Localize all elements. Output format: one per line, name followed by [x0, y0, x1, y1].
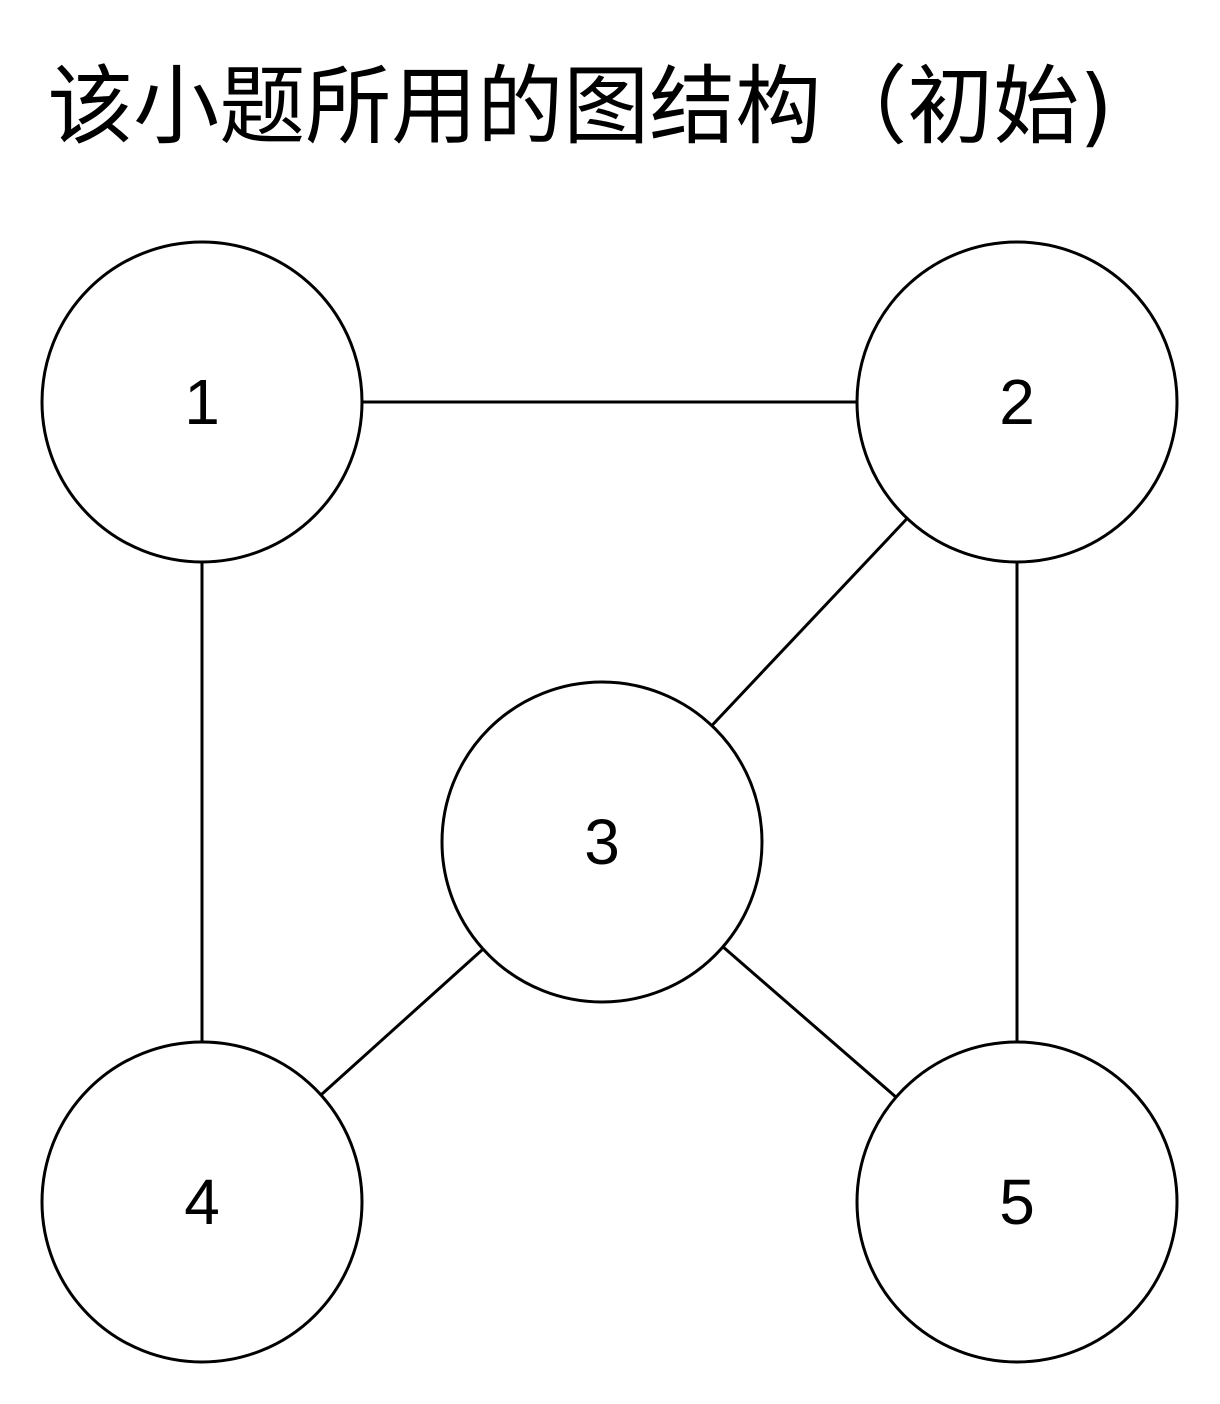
node-circle	[440, 680, 764, 1004]
node-4: 4	[40, 1040, 364, 1364]
nodes-layer: 1 2 3 4 5	[40, 240, 1179, 1364]
node-label: 1	[184, 366, 220, 438]
node-circle	[855, 1040, 1179, 1364]
node-2: 2	[855, 240, 1179, 564]
diagram-title: 该小题所用的图结构（初始)	[47, 57, 1113, 157]
node-3: 3	[440, 680, 764, 1004]
edge-3-5	[721, 945, 898, 1099]
edge-3-4	[319, 947, 485, 1097]
node-label: 3	[584, 806, 620, 878]
node-1: 1	[40, 240, 364, 564]
node-circle	[855, 240, 1179, 564]
node-circle	[40, 240, 364, 564]
node-label: 5	[999, 1166, 1035, 1238]
node-label: 4	[184, 1166, 220, 1238]
edges-layer	[200, 400, 1019, 1099]
edge-2-3	[710, 517, 909, 727]
node-label: 2	[999, 366, 1035, 438]
node-circle	[40, 1040, 364, 1364]
node-5: 5	[855, 1040, 1179, 1364]
